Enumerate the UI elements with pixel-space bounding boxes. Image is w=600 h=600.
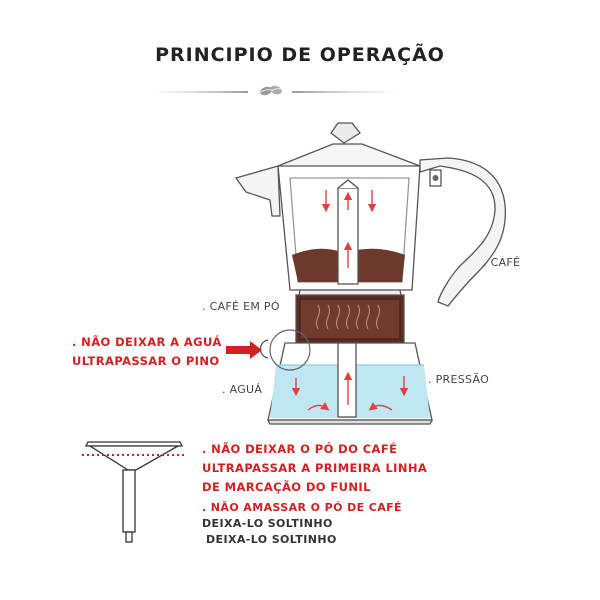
note-nao-amassar: . NÃO AMASSAR O PÓ DE CAFÉ xyxy=(202,500,402,516)
funnel-diagram xyxy=(82,441,186,543)
label-pressao: . PRESSÃO xyxy=(428,373,490,386)
warning-pino-line2: ULTRAPASSAR O PINO xyxy=(72,354,220,368)
warning-funil-line2: ULTRAPASSAR A PRIMEIRA LINHA xyxy=(202,461,428,475)
coffee-beans-icon xyxy=(260,85,282,96)
warning-funil-line3: DE MARCAÇÃO DO FUNIL xyxy=(202,480,371,494)
red-arrow-icon xyxy=(226,341,262,359)
page-title: PRINCIPIO DE OPERAÇÃO xyxy=(155,44,445,66)
note-line2: DEIXA-LO SOLTINHO xyxy=(202,517,333,530)
note-line1: . NÃO AMASSAR O PÓ DE CAFÉ xyxy=(202,501,402,514)
label-agua: . AGUÁ xyxy=(222,383,263,396)
warning-funil: . NÃO DEIXAR O PÓ DO CAFÉ ULTRAPASSAR A … xyxy=(202,440,427,497)
label-cafe: . CAFÉ xyxy=(483,256,521,269)
warning-pino: . NÃO DEIXAR A AGUÁ ULTRAPASSAR O PINO xyxy=(72,333,222,371)
note-line3: DEIXA-LO SOLTINHO xyxy=(206,533,337,546)
note-soltinho: DEIXA-LO SOLTINHO DEIXA-LO SOLTINHO xyxy=(202,516,337,548)
moka-pot xyxy=(234,122,506,425)
label-cafe-em-po: . CAFÉ EM PÓ xyxy=(202,300,280,313)
warning-funil-line1: . NÃO DEIXAR O PÓ DO CAFÉ xyxy=(202,442,398,456)
flow-arrows xyxy=(291,190,409,411)
warning-pino-line1: . NÃO DEIXAR A AGUÁ xyxy=(72,335,222,349)
valve-highlight-circle xyxy=(269,329,311,371)
title-divider xyxy=(148,91,402,93)
